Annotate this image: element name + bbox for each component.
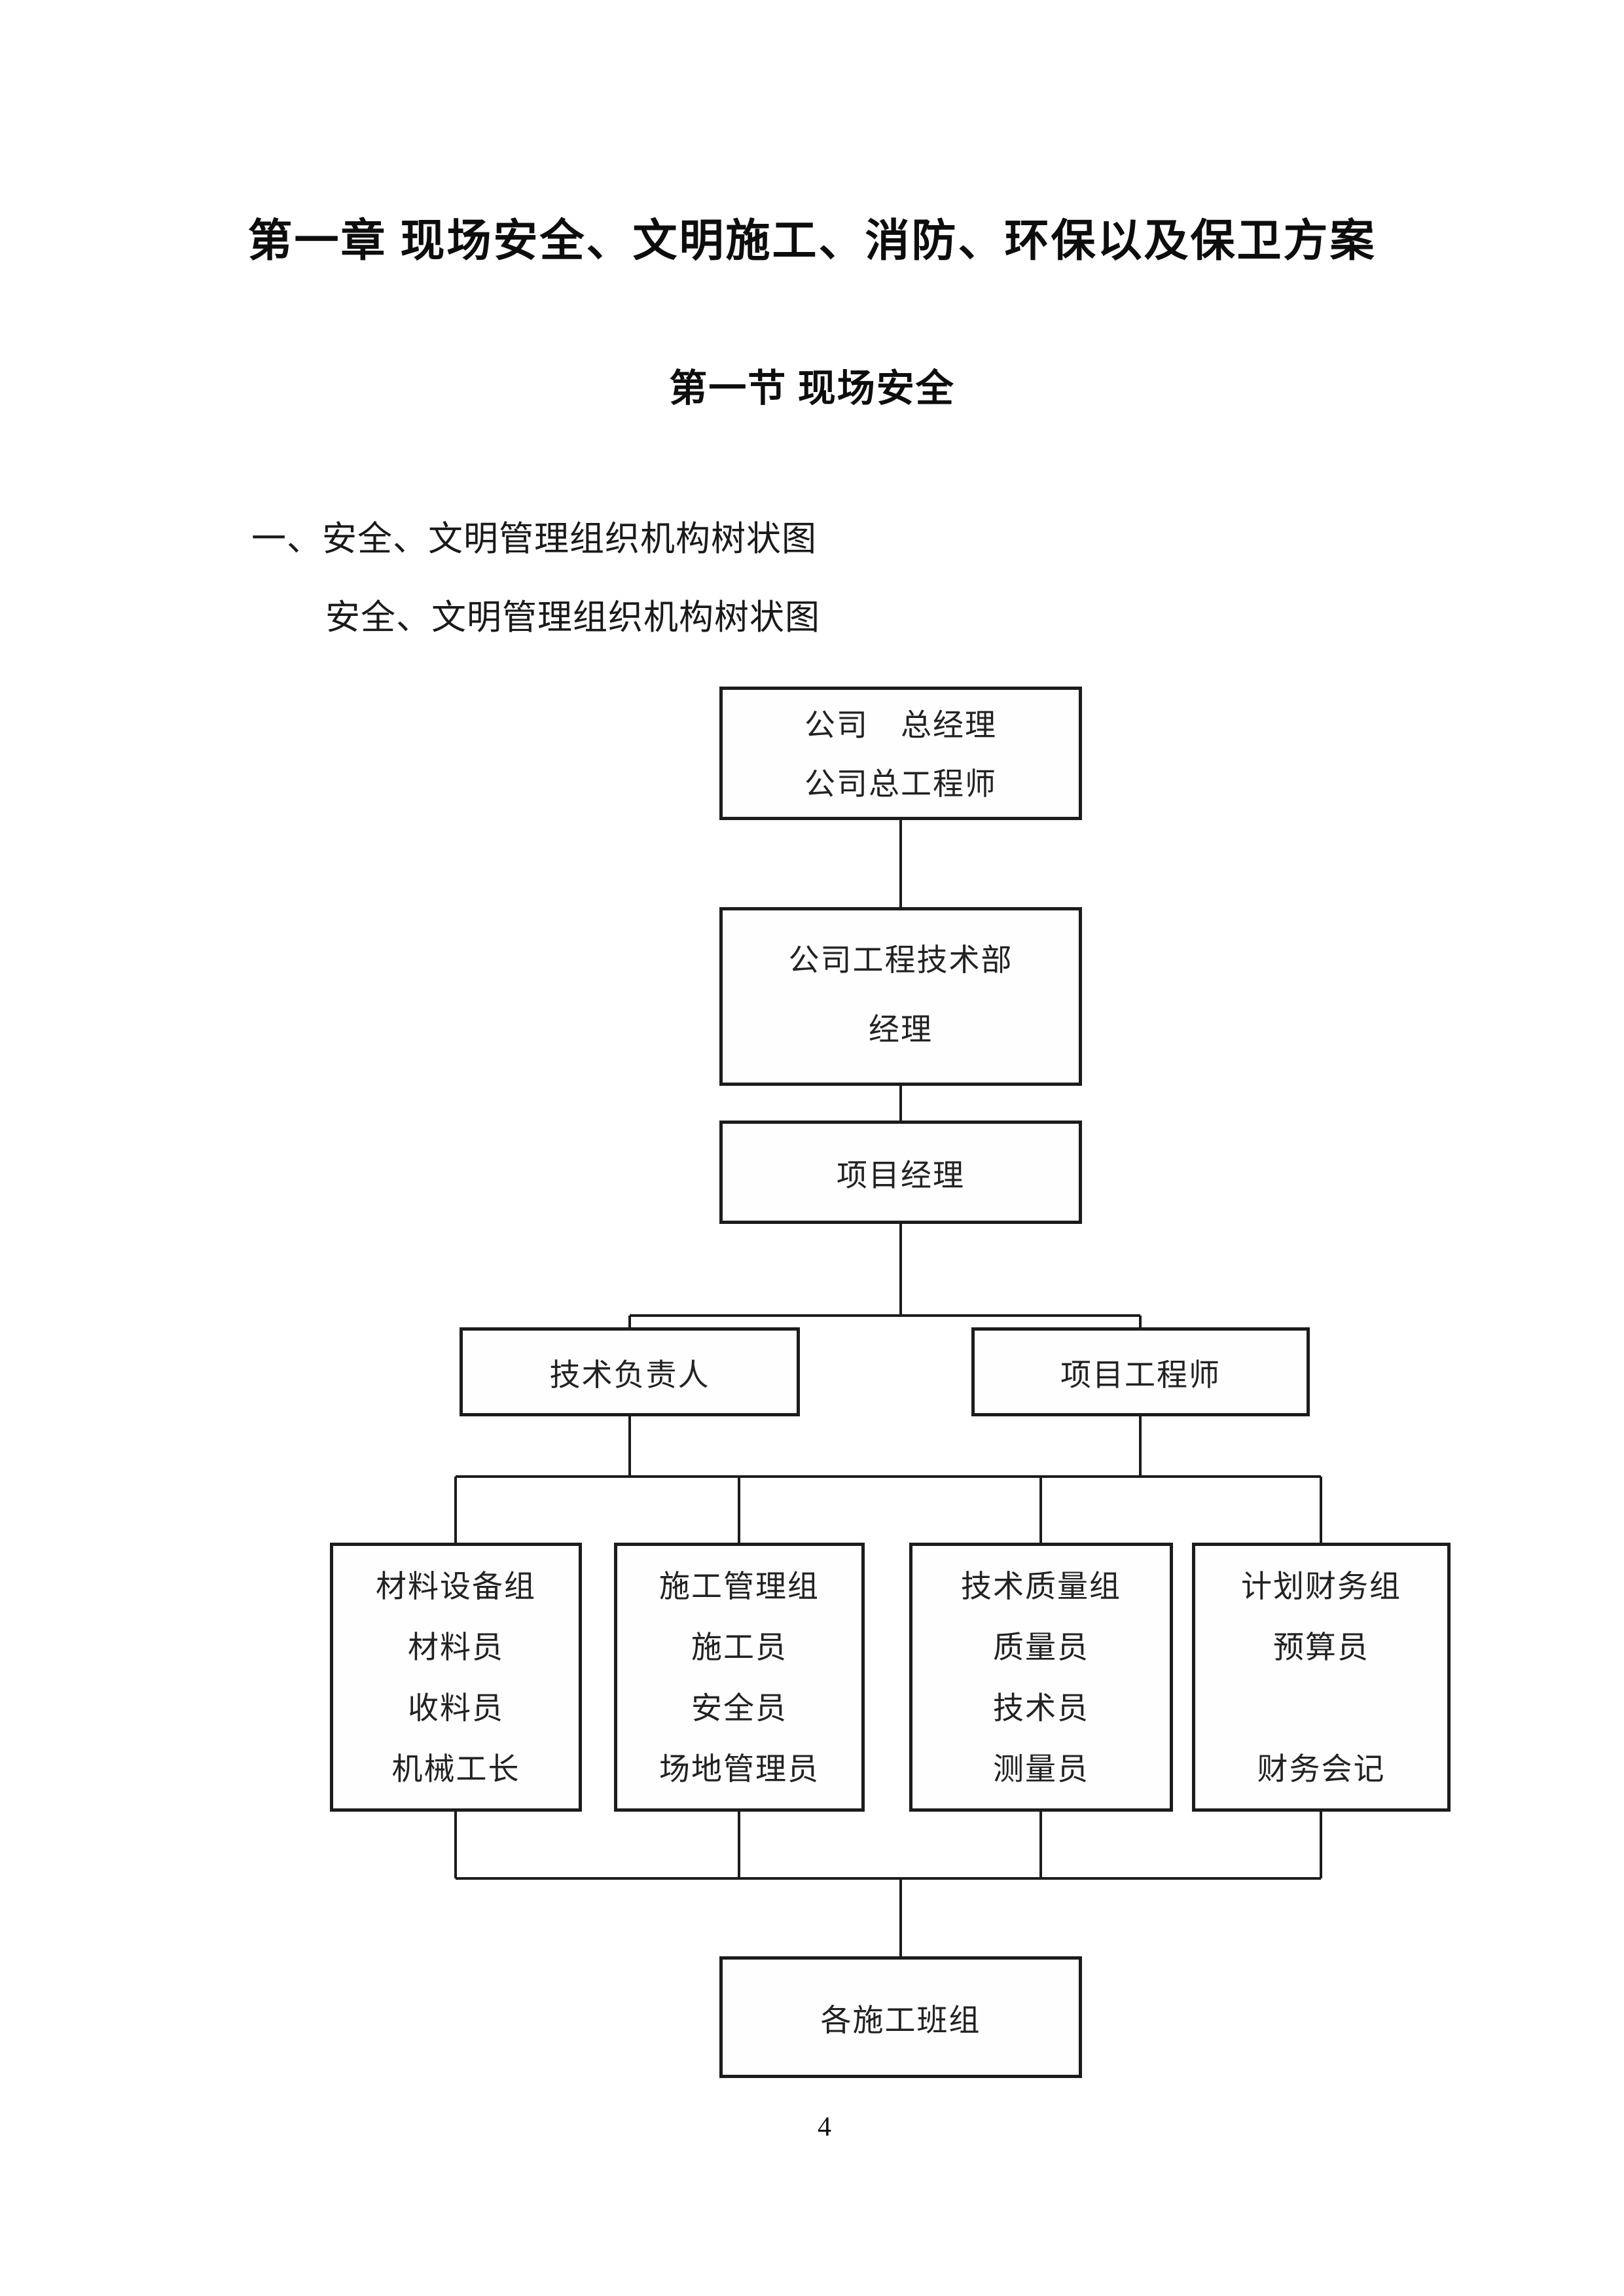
orgbox-line: 技术员 bbox=[993, 1692, 1089, 1726]
orgbox-line: 测量员 bbox=[993, 1753, 1089, 1787]
section-subtitle: 第一节 现场安全 bbox=[669, 367, 955, 410]
orgbox-line: 预算员 bbox=[1273, 1631, 1369, 1665]
orgbox-tech-quality-group: 技术质量组 质量员 技术员 测量员 bbox=[909, 1543, 1173, 1812]
orgbox-plan-finance-group: 计划财务组 预算员 财务会记 bbox=[1192, 1543, 1451, 1812]
orgbox-line: 施工员 bbox=[691, 1631, 787, 1665]
orgbox-line: 经理 bbox=[869, 1013, 933, 1047]
orgbox-project-manager: 项目经理 bbox=[719, 1121, 1082, 1224]
orgbox-construction-mgmt-group: 施工管理组 施工员 安全员 场地管理员 bbox=[614, 1543, 865, 1812]
orgbox-line: 技术质量组 bbox=[961, 1570, 1121, 1604]
orgbox-line-empty bbox=[1195, 1679, 1447, 1740]
paragraph-list-item: 一、安全、文明管理组织机构树状图 bbox=[251, 520, 817, 558]
orgbox-line: 材料员 bbox=[408, 1631, 504, 1665]
orgbox-eng-tech-dept: 公司工程技术部 经理 bbox=[719, 907, 1082, 1086]
orgbox-line: 各施工班组 bbox=[820, 2003, 981, 2038]
orgbox-construction-crews: 各施工班组 bbox=[719, 1956, 1082, 2078]
orgbox-line: 公司总工程师 bbox=[804, 768, 997, 802]
orgbox-project-engineer: 项目工程师 bbox=[971, 1327, 1310, 1416]
orgbox-line: 场地管理员 bbox=[659, 1753, 820, 1787]
orgbox-line: 质量员 bbox=[993, 1631, 1089, 1665]
page-title: 第一章 现场安全、文明施工、消防、环保以及保卫方案 bbox=[247, 216, 1377, 266]
orgbox-line: 财务会记 bbox=[1257, 1753, 1386, 1787]
orgbox-material-equipment-group: 材料设备组 材料员 收料员 机械工长 bbox=[330, 1543, 582, 1812]
orgbox-tech-lead: 技术负责人 bbox=[460, 1327, 800, 1416]
orgbox-line: 安全员 bbox=[691, 1692, 787, 1726]
orgbox-line: 施工管理组 bbox=[659, 1570, 820, 1604]
paragraph-diagram-caption: 安全、文明管理组织机构树状图 bbox=[325, 599, 820, 637]
page-number: 4 bbox=[818, 2112, 831, 2142]
orgbox-line: 公司工程技术部 bbox=[788, 944, 1013, 978]
orgbox-company-top: 公司 总经理 公司总工程师 bbox=[719, 687, 1082, 820]
orgbox-line: 材料设备组 bbox=[376, 1570, 536, 1604]
orgbox-line: 机械工长 bbox=[391, 1753, 520, 1787]
orgbox-line: 收料员 bbox=[408, 1692, 504, 1726]
orgbox-line: 项目经理 bbox=[837, 1158, 965, 1193]
orgbox-line: 计划财务组 bbox=[1241, 1570, 1401, 1604]
orgbox-line: 公司 总经理 bbox=[804, 709, 997, 743]
orgbox-line: 项目工程师 bbox=[1060, 1358, 1221, 1393]
orgbox-line: 技术负责人 bbox=[549, 1358, 710, 1393]
